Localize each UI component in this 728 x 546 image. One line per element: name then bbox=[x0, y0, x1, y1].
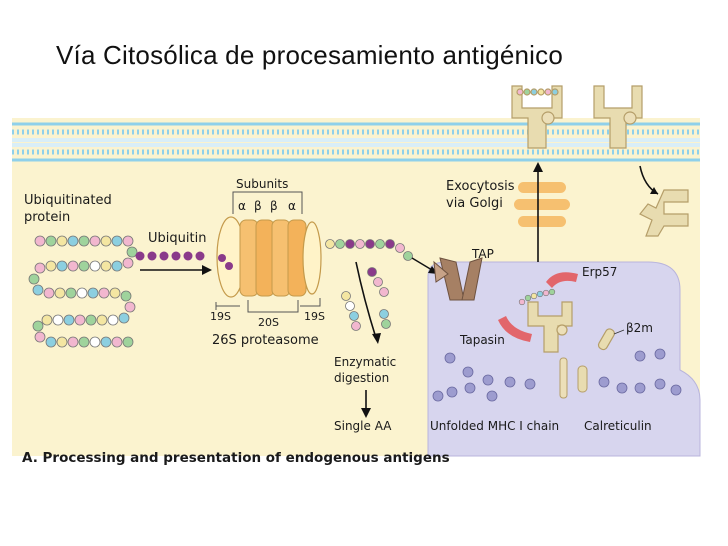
ubiquitin-label: Ubiquitin bbox=[148, 231, 206, 246]
ubiquitinated-protein-label-line1: Ubiquitinated bbox=[24, 193, 112, 208]
plasma-membrane bbox=[12, 122, 700, 162]
subunit-beta-2: β bbox=[270, 199, 278, 213]
golgi-vesicles bbox=[514, 182, 570, 227]
ubiquitinated-protein-label-line2: protein bbox=[24, 210, 70, 225]
to-proteasome-arrow-head bbox=[202, 265, 212, 275]
exocytosis-label-line2: via Golgi bbox=[446, 196, 503, 211]
enzymatic-digestion-label-line1: Enzymatic bbox=[334, 355, 396, 369]
subunit-beta-1: β bbox=[254, 199, 262, 213]
subunit-alpha-2: α bbox=[288, 199, 296, 213]
enzymatic-digestion-label-line2: digestion bbox=[334, 371, 389, 385]
unfolded-mhc-label: Unfolded MHC I chain bbox=[430, 419, 559, 433]
tapasin bbox=[498, 316, 532, 342]
calreticulin-body bbox=[559, 357, 588, 399]
internalization-arrow-head bbox=[650, 187, 658, 194]
slide-title: Vía Citosólica de procesamiento antigéni… bbox=[56, 40, 564, 70]
erp57 bbox=[546, 272, 578, 288]
digestion-arrow bbox=[355, 261, 377, 339]
to-tap-arrow bbox=[411, 257, 433, 271]
subunit-alpha-1: α bbox=[238, 199, 246, 213]
mhc-loading-complex bbox=[527, 301, 573, 353]
proteasome-label: 26S proteasome bbox=[212, 333, 319, 348]
mhc-surface-empty bbox=[593, 85, 643, 149]
subunits-bracket bbox=[232, 191, 303, 214]
subunits-label: Subunits bbox=[236, 177, 288, 191]
proteasome-26s bbox=[216, 216, 322, 298]
loading-peptide bbox=[518, 288, 556, 306]
proteasome-cap-right bbox=[302, 221, 322, 295]
mhc-surface-with-peptide bbox=[511, 85, 563, 149]
tap-label: TAP bbox=[471, 247, 494, 261]
erp57-label: Erp57 bbox=[582, 265, 617, 279]
cap-19s-left-label: 19S bbox=[210, 310, 231, 323]
core-20s-label: 20S bbox=[258, 316, 279, 329]
single-aa-label: Single AA bbox=[334, 419, 392, 433]
exocytosis-label-line1: Exocytosis bbox=[446, 179, 515, 194]
tap-transporter bbox=[433, 257, 483, 301]
peptide-fragments bbox=[325, 239, 413, 331]
beta2-microglobulin bbox=[597, 328, 615, 351]
tapasin-label: Tapasin bbox=[459, 333, 505, 347]
ubiquitin-chain bbox=[135, 251, 205, 261]
cap-19s-right-label: 19S bbox=[304, 310, 325, 323]
exocytosis-arrow-head bbox=[533, 162, 543, 172]
figure-caption: A. Processing and presentation of endoge… bbox=[22, 450, 450, 466]
unfolded-mhc-chain-beads bbox=[432, 348, 682, 402]
b2m-label: β2m bbox=[626, 321, 653, 335]
ubiquitinated-protein-chain bbox=[28, 235, 138, 348]
mhc-internalized bbox=[639, 189, 689, 237]
calreticulin-label: Calreticulin bbox=[584, 419, 652, 433]
